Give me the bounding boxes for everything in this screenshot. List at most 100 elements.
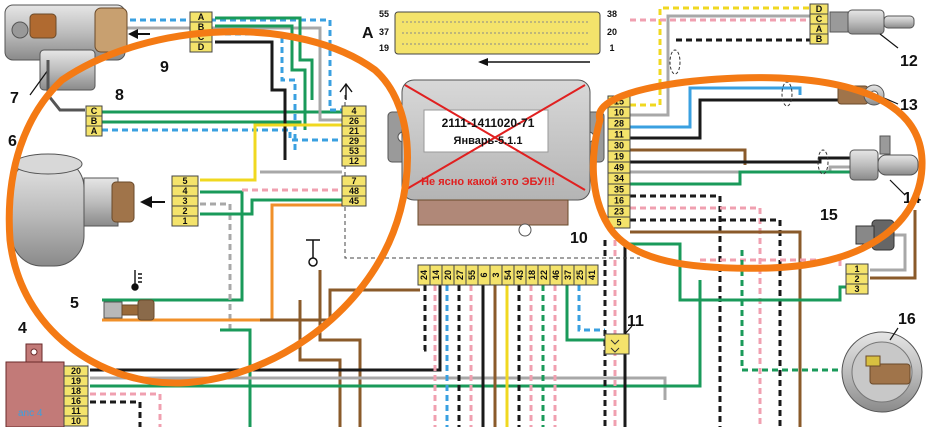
maf-pin: 5 — [171, 175, 199, 187]
ecu-left-pin: 4 — [341, 105, 367, 117]
ecu-left-pin: 7 — [341, 175, 367, 187]
callout-temp-sensor: 5 — [70, 295, 79, 312]
ecu-bottom-pin: 54 — [501, 264, 515, 286]
ecu-bottom-pin: 18 — [525, 264, 539, 286]
ecu-bottom-pin: 37 — [561, 264, 575, 286]
callout-plug-11: 11 — [627, 313, 644, 330]
svg-text:29: 29 — [349, 136, 359, 146]
svg-text:16: 16 — [71, 396, 81, 406]
callout-mass-air-flow: 6 — [8, 133, 17, 150]
svg-text:18: 18 — [71, 386, 81, 396]
svg-text:24: 24 — [419, 270, 429, 280]
connector-view-letter: A — [362, 25, 374, 42]
ecu-left-pin: 12 — [341, 155, 367, 167]
ecu-bottom-pin: 22 — [537, 264, 551, 286]
wires — [60, 6, 917, 427]
plug-8-pin: B — [85, 115, 103, 127]
ecu-bottom-pin: 46 — [549, 264, 563, 286]
ecu-right-pin: 23 — [607, 205, 631, 218]
ecu-bottom-pin: 14 — [429, 264, 443, 286]
svg-text:16: 16 — [614, 196, 624, 206]
svg-text:41: 41 — [587, 270, 597, 280]
svg-text:25: 25 — [575, 270, 585, 280]
svg-text:14: 14 — [431, 270, 441, 280]
connector-pin-label: 20 — [607, 27, 617, 37]
ecu-left-pin: 29 — [341, 135, 367, 147]
svg-text:7: 7 — [351, 176, 356, 186]
callout-knock-sensor: 13 — [900, 97, 918, 114]
maf-pin: 3 — [171, 195, 199, 207]
thermometer-icon — [131, 270, 142, 291]
relay-pin: 11 — [63, 405, 89, 417]
connector-pin-label: 1 — [609, 43, 614, 53]
svg-text:C: C — [91, 106, 98, 116]
ecu-dashed-frame — [344, 95, 640, 259]
svg-text:D: D — [198, 42, 205, 52]
callout-oxygen-sensor: 12 — [900, 53, 918, 70]
maf-pin: 1 — [171, 215, 199, 227]
connector-pin-label: 38 — [607, 9, 617, 19]
ecu-bottom-pin: 55 — [465, 264, 479, 286]
svg-text:10: 10 — [71, 416, 81, 426]
arrow-icon — [128, 29, 138, 39]
ecu-right-pin: 28 — [607, 117, 631, 130]
svg-text:54: 54 — [503, 270, 513, 280]
svg-text:48: 48 — [349, 186, 359, 196]
arrow-icon — [140, 196, 152, 208]
leader-line — [624, 325, 633, 335]
svg-text:4: 4 — [182, 186, 187, 196]
svg-text:30: 30 — [614, 141, 624, 151]
relay-pin: 20 — [63, 365, 89, 377]
ecu-bottom-pin: 43 — [513, 264, 527, 286]
svg-text:18: 18 — [527, 270, 537, 280]
svg-text:6: 6 — [479, 272, 489, 277]
callout-speed-sensor: 15 — [820, 207, 838, 224]
svg-text:55: 55 — [467, 270, 477, 280]
svg-text:2: 2 — [854, 274, 859, 284]
svg-text:C: C — [816, 14, 823, 24]
highlight-loops — [5, 28, 926, 387]
ecu-bottom-pin: 24 — [417, 264, 431, 286]
connector-pin-label: 37 — [379, 27, 389, 37]
antenna-icon — [339, 82, 353, 100]
svg-text:15: 15 — [614, 97, 624, 107]
connector-view — [394, 11, 601, 66]
connector-pin-label: 55 — [379, 9, 389, 19]
svg-text:49: 49 — [614, 163, 624, 173]
fuel-pump — [841, 331, 923, 413]
connector-pin-label: 19 — [379, 43, 389, 53]
svg-text:B: B — [198, 22, 205, 32]
svg-text:12: 12 — [349, 156, 359, 166]
svg-text:11: 11 — [71, 406, 81, 416]
ecu-bottom-pin: 6 — [477, 264, 491, 286]
svg-text:5: 5 — [182, 176, 187, 186]
ecu-right-pin: 35 — [607, 183, 631, 196]
maf-pin: 2 — [171, 205, 199, 217]
ground-icon — [306, 239, 320, 267]
svg-text:37: 37 — [563, 270, 573, 280]
plug-12-pin: B — [809, 33, 829, 45]
plug-15-pin: 2 — [845, 273, 869, 285]
ecu-right-pin: 16 — [607, 194, 631, 207]
leader-line — [883, 97, 899, 105]
plug-9-pin: A — [189, 11, 213, 23]
callout-fuel-pump: 16 — [898, 311, 916, 328]
plug-11 — [604, 333, 630, 355]
relay-block — [5, 343, 65, 427]
svg-text:2: 2 — [182, 206, 187, 216]
callout-plug-8: 8 — [115, 87, 124, 104]
svg-text:1: 1 — [854, 264, 859, 274]
ecu-right-pin: 34 — [607, 172, 631, 185]
shield-marks — [669, 49, 829, 175]
ecu-right-pin: 19 — [607, 150, 631, 163]
ecu-unit — [387, 79, 605, 237]
maf-pin: 4 — [171, 185, 199, 197]
ecu-right-pin: 30 — [607, 139, 631, 152]
leader-line — [889, 327, 899, 341]
svg-text:B: B — [816, 34, 823, 44]
plug-12-pin: D — [809, 3, 829, 15]
relay-pin: 16 — [63, 395, 89, 407]
svg-text:35: 35 — [614, 185, 624, 195]
svg-text:B: B — [91, 116, 98, 126]
